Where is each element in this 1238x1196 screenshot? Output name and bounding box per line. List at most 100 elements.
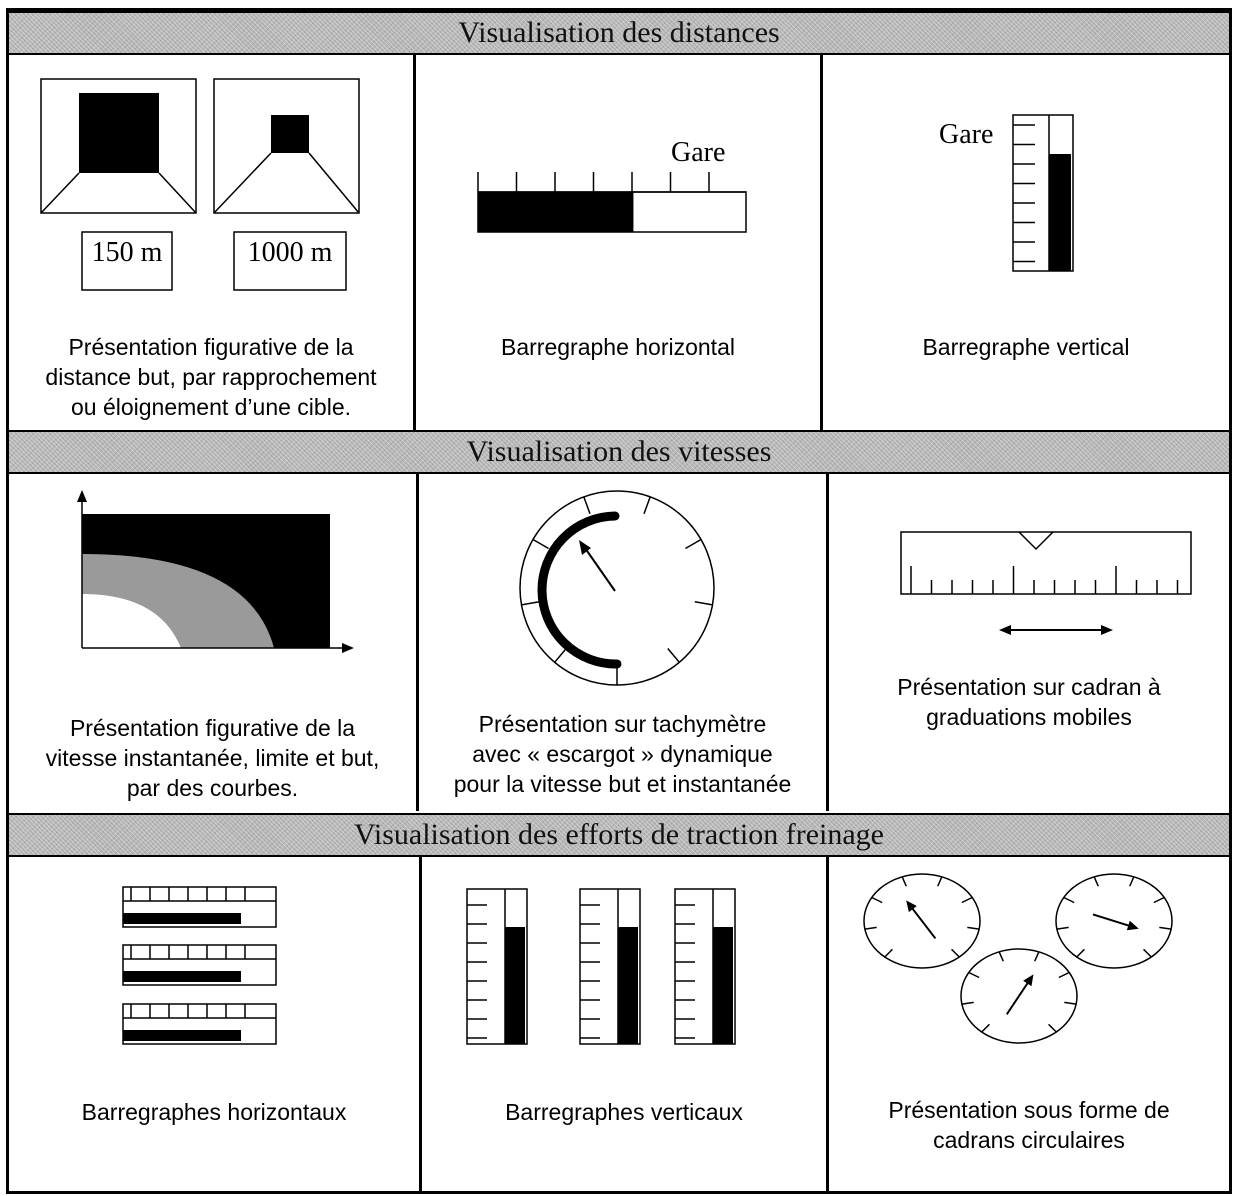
dial-tick: [583, 496, 591, 515]
scale-ticks: [910, 566, 1179, 594]
bargraph-fill: [478, 192, 634, 232]
cell-figurative-distance: 150 m 1000 m Présentation figurative de …: [9, 57, 413, 430]
bargraph-fill: [123, 971, 241, 982]
vertical-bargraphs-group: [466, 888, 736, 1045]
dial-tick: [1034, 951, 1040, 962]
divider: [826, 474, 829, 811]
divider: [419, 857, 422, 1194]
dial-tick: [554, 648, 567, 663]
dial-tick: [961, 896, 973, 904]
caption: Barregraphes verticaux: [505, 1099, 743, 1125]
section-title: Visualisation des distances: [458, 16, 780, 49]
divider: [820, 55, 823, 430]
dial-ticks: [521, 496, 713, 685]
dial-tick: [981, 1023, 990, 1033]
cell-moving-scale: Présentation sur cadran à graduations mo…: [829, 476, 1229, 811]
dial-needle: [1005, 977, 1033, 1015]
dial-tick: [643, 496, 651, 515]
dial-needle: [1092, 913, 1136, 929]
dial-tick: [521, 600, 540, 606]
bargraph-fill: [713, 927, 733, 1044]
dial-tick: [685, 538, 702, 550]
horizontal-bargraphs-group: [122, 886, 277, 1045]
bargraph-fill: [123, 913, 241, 924]
circular-dial: [1055, 873, 1173, 969]
cell-horizontal-bargraphs: Barregraphes horizontaux: [9, 859, 419, 1194]
dial-tick: [1129, 876, 1135, 887]
caption: Présentation sur tachymètre avec « escar…: [453, 711, 792, 797]
dial-tick: [1056, 926, 1069, 930]
caption: Présentation sous forme de cadrans circu…: [888, 1097, 1170, 1153]
cell-speed-curves: Présentation figurative de la vitesse in…: [9, 476, 416, 811]
target-near-illustration: [40, 78, 360, 291]
section-header-efforts: Visualisation des efforts de traction fr…: [9, 813, 1229, 857]
distance-label-far: 1000 m: [247, 237, 333, 268]
cell-vertical-bargraph: Gare Barregraphe vertical: [823, 57, 1229, 430]
bargraph-fill: [1049, 154, 1071, 271]
divider: [416, 474, 419, 811]
bargraph-fill: [505, 927, 525, 1044]
moving-scale-dial: [900, 531, 1192, 635]
vertical-bargraph: [579, 888, 641, 1045]
dial-tick: [1076, 948, 1085, 958]
horizontal-bargraph: [122, 1003, 277, 1045]
tachometer-dial: [519, 490, 715, 686]
dial-tick: [864, 926, 877, 930]
vertical-bargraph: [466, 888, 528, 1045]
dial-tick: [532, 538, 549, 550]
station-marker-label: Gare: [671, 137, 726, 168]
cell-horizontal-bargraph: Gare Barregraphe horizontal: [416, 57, 820, 430]
divider: [826, 857, 829, 1194]
caption: Présentation figurative de la distance b…: [45, 334, 377, 420]
caption: Barregraphe vertical: [922, 334, 1130, 360]
circular-dial: [863, 873, 981, 969]
diagram-frame: [6, 8, 1232, 1194]
caption: Présentation sur cadran à graduations mo…: [897, 674, 1161, 730]
dial-tick: [968, 971, 980, 979]
dial-tick: [967, 926, 980, 930]
dial-tick: [1064, 1001, 1077, 1005]
cell-tachometer: Présentation sur tachymètre avec « escar…: [419, 476, 826, 811]
dial-tick: [937, 876, 943, 887]
dial-tick: [961, 1001, 974, 1005]
dial-tick: [901, 876, 907, 887]
caption: Barregraphe horizontal: [501, 334, 735, 360]
horizontal-bargraph: [477, 172, 747, 233]
horizontal-bargraph: [122, 944, 277, 986]
dial-tick: [1159, 926, 1172, 930]
horizontal-bargraph: [122, 886, 277, 928]
dial-tick: [998, 951, 1004, 962]
caption: Barregraphes horizontaux: [81, 1099, 347, 1125]
dial-tick: [1058, 971, 1070, 979]
dial-tick: [1063, 896, 1075, 904]
bargraph-ticks: [1013, 124, 1035, 263]
dial-tick: [1048, 1023, 1057, 1033]
distance-label-near: 150 m: [91, 237, 163, 268]
section-title: Visualisation des efforts de traction fr…: [354, 818, 884, 851]
vertical-bargraph: [674, 888, 736, 1045]
circular-dials-group: [863, 873, 1173, 1044]
section-header-speeds: Visualisation des vitesses: [9, 430, 1229, 474]
dial-tick: [667, 648, 680, 663]
dial-tick: [1093, 876, 1099, 887]
dial-tick: [951, 948, 960, 958]
dial-needle: [907, 902, 937, 940]
circular-dial: [960, 948, 1078, 1044]
dial-tick: [871, 896, 883, 904]
vertical-bargraph: [1012, 114, 1074, 272]
cell-circular-dials: Présentation sous forme de cadrans circu…: [829, 859, 1229, 1194]
station-marker-label: Gare: [939, 119, 994, 150]
speed-curves-illustration: [77, 490, 354, 653]
dial-tick: [1153, 896, 1165, 904]
section-title: Visualisation des vitesses: [466, 435, 772, 468]
bargraph-fill: [123, 1030, 241, 1041]
dial-tick: [694, 600, 713, 606]
bargraph-fill: [618, 927, 638, 1044]
caption: Présentation figurative de la vitesse in…: [45, 715, 380, 801]
divider: [413, 55, 416, 430]
bargraph-ticks: [477, 172, 746, 193]
dial-tick: [1143, 948, 1152, 958]
section-header-distances: Visualisation des distances: [9, 11, 1229, 55]
dial-tick: [884, 948, 893, 958]
cell-vertical-bargraphs: Barregraphes verticaux: [422, 859, 826, 1194]
